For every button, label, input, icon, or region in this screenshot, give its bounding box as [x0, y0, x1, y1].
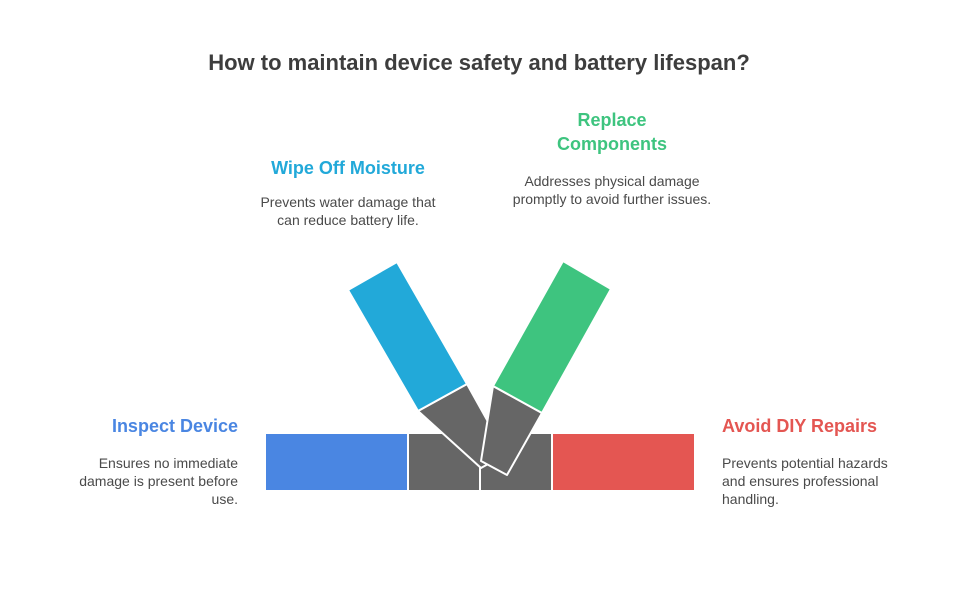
inspect-device-description: Ensures no immediate damage is present b…	[79, 455, 238, 507]
wipe-off-moisture-description: Prevents water damage that can reduce ba…	[260, 194, 436, 228]
inspect-device-heading: Inspect Device	[111, 416, 238, 436]
avoid-diy-repairs-heading: Avoid DIY Repairs	[722, 416, 878, 436]
replace-components-bar	[492, 260, 612, 414]
replace-components-heading: Replace Components	[557, 110, 667, 154]
wipe-off-moisture-heading: Wipe Off Moisture	[271, 158, 425, 178]
replace-components-description: Addresses physical damage promptly to av…	[512, 173, 712, 207]
avoid-diy-repairs-bar	[551, 432, 696, 492]
avoid-diy-repairs-description: Prevents potential hazards and ensures p…	[722, 455, 888, 507]
page-title: How to maintain device safety and batter…	[208, 50, 750, 75]
inspect-device-bar	[264, 432, 409, 492]
wipe-off-moisture-bar	[347, 261, 468, 412]
